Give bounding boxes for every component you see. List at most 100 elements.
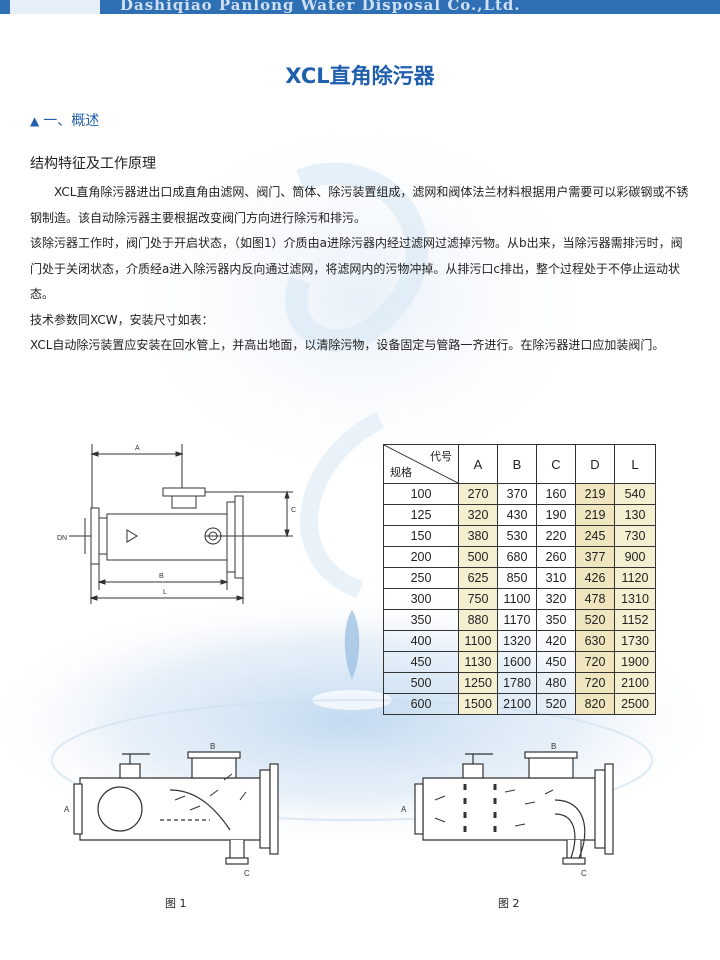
table-cell: 680 [497, 546, 537, 568]
corner-spec-label: 规格 [390, 467, 412, 479]
paragraph: XCL自动除污装置应安装在回水管上，并高出地面，以清除污物，设备固定与管路一齐进… [30, 338, 665, 352]
column-header: A [458, 444, 498, 484]
table-cell: 300 [383, 588, 459, 610]
section-label: 一、概述 [43, 113, 100, 129]
table-cell: 380 [458, 525, 498, 547]
table-cell: 540 [614, 483, 656, 505]
table-cell: 720 [575, 672, 615, 694]
table-cell: 350 [536, 609, 576, 631]
table-cell: 190 [536, 504, 576, 526]
table-cell: 530 [497, 525, 537, 547]
table-cell: 250 [383, 567, 459, 589]
corner-code-label: 代号 [430, 451, 452, 463]
table-cell: 520 [575, 609, 615, 631]
figure-1-caption: 图 1 [165, 897, 187, 910]
dim-label-dn: DN [57, 535, 67, 542]
dim-label-a: A [135, 445, 140, 452]
table-cell: 1170 [497, 609, 537, 631]
paragraph: XCL直角除污器进出口成直角由滤网、阀门、筒体、除污装置组成，滤网和阀体法兰材料… [30, 185, 689, 225]
table-cell: 820 [575, 693, 615, 715]
paragraph: 技术参数同XCW，安装尺寸如表： [30, 312, 214, 327]
dim-label-b: B [159, 573, 164, 580]
triangle-icon: ▲ [30, 114, 40, 128]
figure-1-diagram: A B C [64, 742, 279, 878]
table-cell: 500 [383, 672, 459, 694]
table-cell: 450 [383, 651, 459, 673]
column-header: C [536, 444, 576, 484]
table-cell: 500 [458, 546, 498, 568]
table-cell: 630 [575, 630, 615, 652]
table-cell: 377 [575, 546, 615, 568]
table-cell: 1730 [614, 630, 656, 652]
table-cell: 1780 [497, 672, 537, 694]
table-cell: 426 [575, 567, 615, 589]
table-cell: 1310 [614, 588, 656, 610]
table-cell: 270 [458, 483, 498, 505]
table-cell: 220 [536, 525, 576, 547]
header-band: Dashiqiao Panlong Water Disposal Co.,Ltd… [0, 0, 720, 14]
table-cell: 430 [497, 504, 537, 526]
table-cell: 2100 [614, 672, 656, 694]
table-cell: 2500 [614, 693, 656, 715]
table-cell: 130 [614, 504, 656, 526]
fig1-label-c: C [244, 869, 250, 878]
fig1-label-b: B [210, 742, 215, 751]
column-header: B [497, 444, 537, 484]
table-cell: 1152 [614, 609, 656, 631]
dim-label-l: L [163, 589, 167, 596]
table-cell: 600 [383, 693, 459, 715]
figure-2-diagram: A B C [401, 742, 614, 878]
table-cell: 850 [497, 567, 537, 589]
table-cell: 219 [575, 504, 615, 526]
body-text: XCL直角除污器进出口成直角由滤网、阀门、筒体、除污装置组成，滤网和阀体法兰材料… [30, 180, 692, 359]
table-cell: 625 [458, 567, 498, 589]
table-cell: 219 [575, 483, 615, 505]
table-cell: 150 [383, 525, 459, 547]
table-cell: 320 [536, 588, 576, 610]
table-cell: 730 [614, 525, 656, 547]
table-cell: 1100 [458, 630, 498, 652]
company-name: Dashiqiao Panlong Water Disposal Co.,Ltd… [120, 0, 521, 14]
paragraph: 该除污器工作时，阀门处于开启状态，（如图1）介质由a进除污器内经过滤网过滤掉污物… [30, 236, 683, 301]
table-cell: 320 [458, 504, 498, 526]
table-cell: 400 [383, 630, 459, 652]
table-cell: 720 [575, 651, 615, 673]
table-cell: 260 [536, 546, 576, 568]
subheading: 结构特征及工作原理 [30, 156, 156, 172]
table-cell: 520 [536, 693, 576, 715]
table-cell: 1500 [458, 693, 498, 715]
table-cell: 900 [614, 546, 656, 568]
dim-label-c: C [291, 507, 296, 514]
table-cell: 880 [458, 609, 498, 631]
column-header: L [614, 444, 656, 484]
table-cell: 350 [383, 609, 459, 631]
fig2-label-c: C [581, 869, 587, 878]
figure-2-caption: 图 2 [498, 897, 520, 910]
table-cell: 1320 [497, 630, 537, 652]
table-cell: 1900 [614, 651, 656, 673]
table-cell: 1600 [497, 651, 537, 673]
table-cell: 420 [536, 630, 576, 652]
table-cell: 100 [383, 483, 459, 505]
table-cell: 1120 [614, 567, 656, 589]
table-cell: 1100 [497, 588, 537, 610]
corner-diagonal [384, 445, 458, 483]
table-cell: 750 [458, 588, 498, 610]
table-cell: 1250 [458, 672, 498, 694]
fig1-label-a: A [64, 805, 70, 814]
fig2-label-b: B [551, 742, 556, 751]
table-header-row: 代号 规格 A B C D L [383, 444, 656, 484]
table-cell: 2100 [497, 693, 537, 715]
table-cell: 450 [536, 651, 576, 673]
section-heading: ▲一、概述 [30, 110, 99, 130]
logo [10, 0, 100, 14]
